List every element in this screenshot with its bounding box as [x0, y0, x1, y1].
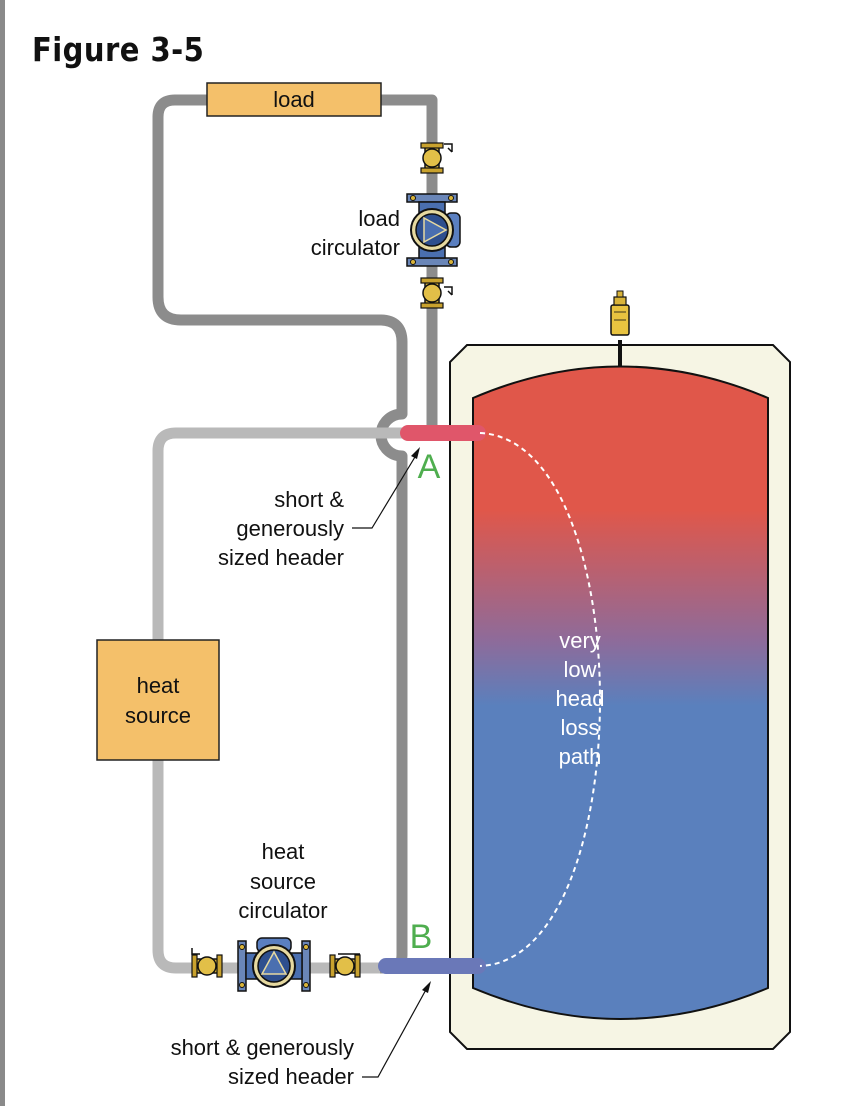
figure-title: Figure 3-5	[32, 30, 205, 69]
hs-right-valve	[329, 954, 361, 978]
heat-source-box	[96, 639, 220, 761]
hs-circulator-pump	[237, 937, 311, 992]
point-a-label: A	[418, 448, 441, 486]
tank-path-line2: low	[563, 657, 596, 682]
header-top-note-line2: generously	[236, 516, 344, 541]
header-top-leader-line	[352, 451, 419, 529]
hs-circulator-label-line3: circulator	[238, 898, 327, 923]
load-circulator-label-line2: circulator	[311, 235, 400, 260]
load-upper-valve-handle	[444, 143, 453, 153]
tank-path-line5: path	[559, 744, 602, 769]
heat-source-label-line2: source	[125, 703, 191, 728]
load-lower-valve-handle	[444, 286, 453, 296]
tank-path-line3: head	[556, 686, 605, 711]
load-upper-valve	[420, 142, 444, 174]
load-box	[206, 82, 382, 117]
load-loop-pipe	[152, 94, 438, 974]
load-label: load	[273, 87, 315, 112]
hs-left-valve	[191, 954, 223, 978]
hs-circulator-label-line1: heat	[262, 839, 305, 864]
load-circulator	[406, 142, 461, 309]
tank-path-line1: very	[559, 628, 601, 653]
header-bottom-leader-line	[362, 985, 429, 1078]
hs-circulator-label-line2: source	[250, 869, 316, 894]
heat-source-circulator	[191, 937, 361, 992]
page-edge-rule	[0, 0, 5, 1106]
air-vent-icon	[610, 290, 630, 336]
low-head-loss-path	[479, 432, 601, 967]
load-circulator-label-line1: load	[358, 206, 400, 231]
hs-left-valve-handle	[191, 948, 200, 955]
point-b-label: B	[410, 918, 433, 956]
load-circulator-pump	[406, 193, 461, 267]
load-lower-valve	[420, 277, 444, 309]
header-bottom-note-line1: short & generously	[171, 1035, 354, 1060]
header-bottom-note-line2: sized header	[228, 1064, 354, 1089]
tank-path-line4: loss	[560, 715, 599, 740]
header-top-note-line1: short &	[274, 487, 344, 512]
header-bottom-leader-arrow	[422, 981, 431, 993]
storage-tank	[449, 290, 791, 1050]
header-top-note-line3: sized header	[218, 545, 344, 570]
header-top-leader-arrow	[411, 447, 420, 459]
tank-shell	[472, 365, 769, 1020]
heat-source-label-line1: heat	[137, 673, 180, 698]
